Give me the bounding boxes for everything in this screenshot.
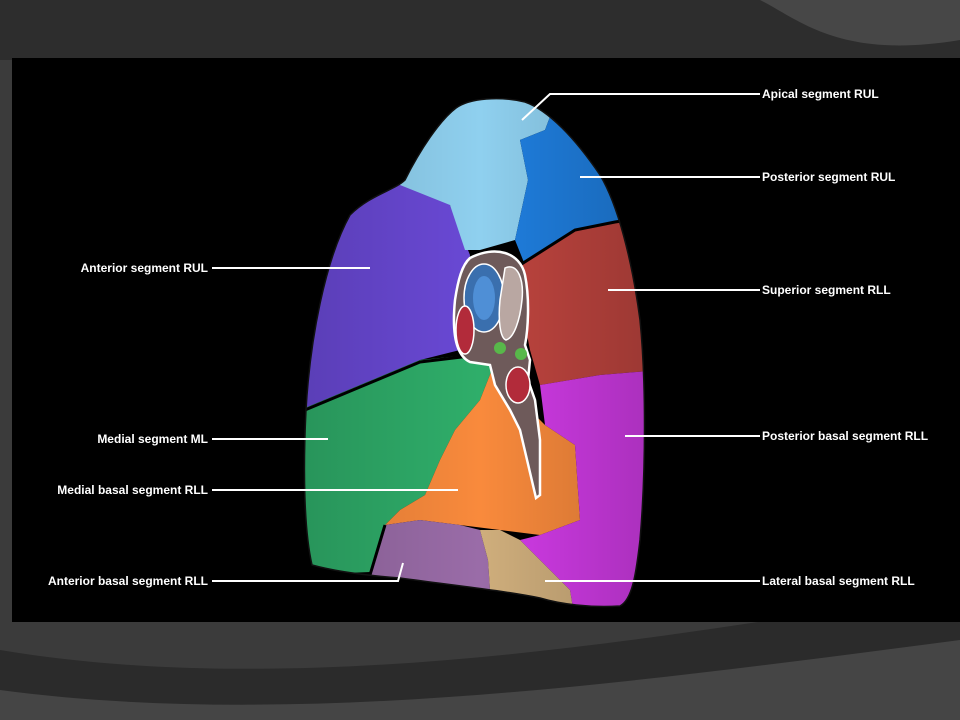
label-anterior-segment-rul: Anterior segment RUL: [80, 261, 208, 275]
lymph-node-icon: [515, 348, 527, 360]
hilum: [452, 250, 542, 501]
label-lateral-basal-segment-rll: Lateral basal segment RLL: [762, 574, 915, 588]
label-apical-segment-rul: Apical segment RUL: [762, 87, 879, 101]
pulmonary-vein-lower-icon: [505, 366, 531, 404]
leader-apical-rul: [521, 93, 760, 121]
label-medial-basal-segment-rll: Medial basal segment RLL: [57, 483, 208, 497]
label-medial-segment-ml: Medial segment ML: [97, 432, 208, 446]
leader-lines: [212, 93, 760, 582]
label-anterior-basal-segment-rll: Anterior basal segment RLL: [47, 574, 208, 588]
leader-anterior-basal-rll: [212, 562, 404, 582]
label-posterior-segment-rul: Posterior segment RUL: [762, 170, 896, 184]
label-posterior-basal-segment-rll: Posterior basal segment RLL: [762, 429, 929, 443]
lung-outline: [303, 97, 646, 608]
pulmonary-vein-upper-icon: [455, 305, 475, 355]
lymph-node-icon: [494, 342, 506, 354]
label-superior-segment-rll: Superior segment RLL: [762, 283, 891, 297]
bronchus-icon: [498, 266, 524, 341]
